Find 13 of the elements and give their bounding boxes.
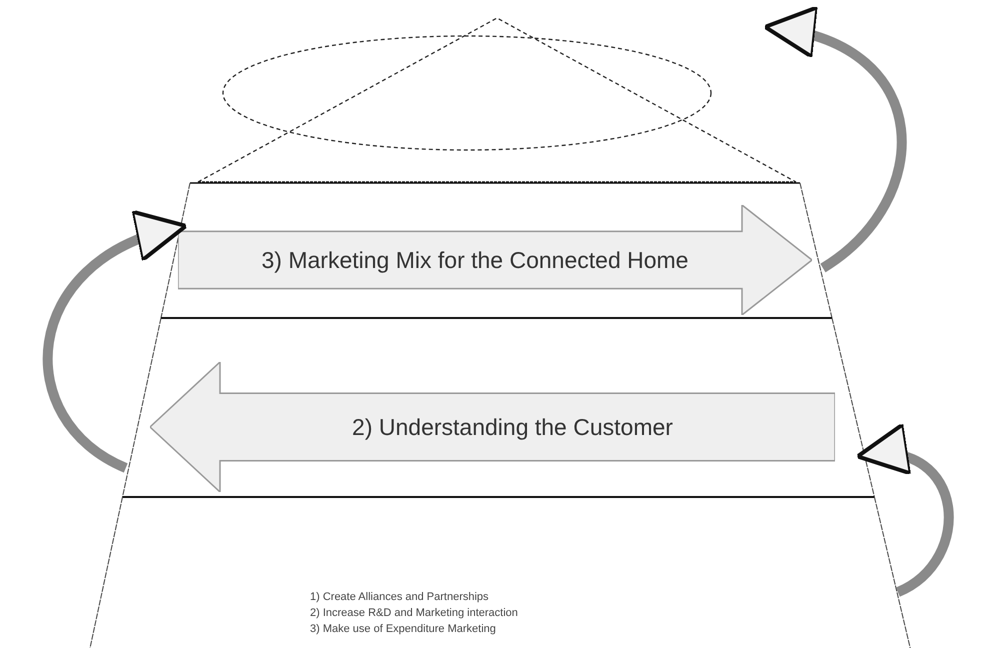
pyramid-level xyxy=(122,318,875,497)
list-item: 1) Create Alliances and Partnerships xyxy=(310,590,490,605)
pyramid-level xyxy=(160,183,833,318)
block-arrow xyxy=(178,205,812,315)
curved-arrow xyxy=(855,426,954,596)
block-arrow xyxy=(150,362,835,492)
curved-arrow xyxy=(43,213,188,472)
arrow-label: 3) Marketing Mix for the Connected Home xyxy=(262,246,688,275)
list-item: 3) Make use of Expenditure Marketing xyxy=(310,622,497,637)
pyramid-level xyxy=(90,497,911,648)
curved-arrow xyxy=(763,8,906,272)
arrow-label: 2) Understanding the Customer xyxy=(352,412,673,442)
list-item: 2) Increase R&D and Marketing interaction xyxy=(310,606,518,621)
